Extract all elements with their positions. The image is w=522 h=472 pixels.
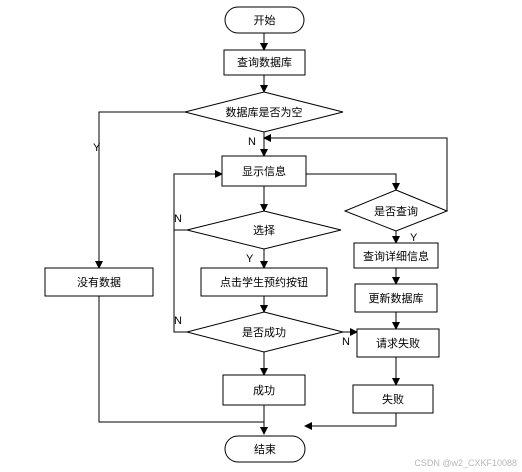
- edge-fail-end: [304, 413, 397, 430]
- label-success-no-left: N: [174, 315, 182, 327]
- label-choose-yes: Y: [246, 253, 254, 265]
- node-no-data: 没有数据: [44, 267, 154, 297]
- node-start: 开始: [224, 6, 305, 34]
- node-choose: 选择: [186, 210, 342, 250]
- edge-nodata-end: [98, 296, 264, 423]
- node-click-reserve-label: 点击学生预约按钮: [220, 275, 308, 289]
- node-db-empty-label: 数据库是否为空: [226, 105, 303, 119]
- node-choose-label: 选择: [253, 223, 275, 237]
- node-is-success: 是否成功: [185, 311, 344, 353]
- node-is-query: 是否查询: [343, 189, 449, 232]
- label-success-no-right: N: [342, 336, 350, 348]
- node-request-fail: 请求失败: [356, 328, 440, 358]
- node-fail: 失败: [352, 384, 434, 414]
- edges: [95, 33, 448, 435]
- node-query-db-label: 查询数据库: [237, 55, 292, 69]
- node-start-label: 开始: [254, 13, 276, 27]
- node-click-reserve: 点击学生预约按钮: [200, 267, 328, 297]
- label-choose-no: N: [174, 213, 182, 225]
- node-query-detail: 查询详细信息: [353, 242, 439, 269]
- node-update-db-label: 更新数据库: [369, 291, 424, 305]
- node-query-detail-label: 查询详细信息: [363, 249, 429, 263]
- node-show-info: 显示信息: [221, 155, 307, 187]
- edge-isquery-loop: [263, 134, 448, 211]
- node-is-success-label: 是否成功: [242, 326, 286, 339]
- node-success: 成功: [222, 374, 306, 406]
- node-query-db: 查询数据库: [223, 49, 306, 76]
- node-no-data-label: 没有数据: [77, 275, 121, 289]
- node-success-label: 成功: [253, 384, 275, 397]
- label-db-empty-no: N: [248, 136, 256, 148]
- node-fail-label: 失败: [382, 392, 404, 406]
- node-end: 结束: [224, 435, 306, 463]
- label-is-query-yes: Y: [410, 232, 418, 244]
- edge-dbempty-nodata: [95, 111, 185, 269]
- watermark-text: CSDN @w2_CXKF10088: [414, 458, 517, 468]
- node-is-query-label: 是否查询: [374, 204, 418, 218]
- node-end-label: 结束: [254, 443, 276, 456]
- label-db-empty-yes: Y: [93, 142, 101, 154]
- edge-show-isquery: [306, 173, 400, 191]
- node-show-info-label: 显示信息: [242, 164, 286, 178]
- node-db-empty: 数据库是否为空: [184, 91, 344, 133]
- node-request-fail-label: 请求失败: [376, 336, 420, 350]
- edge-issuccess-loop: [173, 174, 187, 333]
- node-update-db: 更新数据库: [354, 283, 438, 313]
